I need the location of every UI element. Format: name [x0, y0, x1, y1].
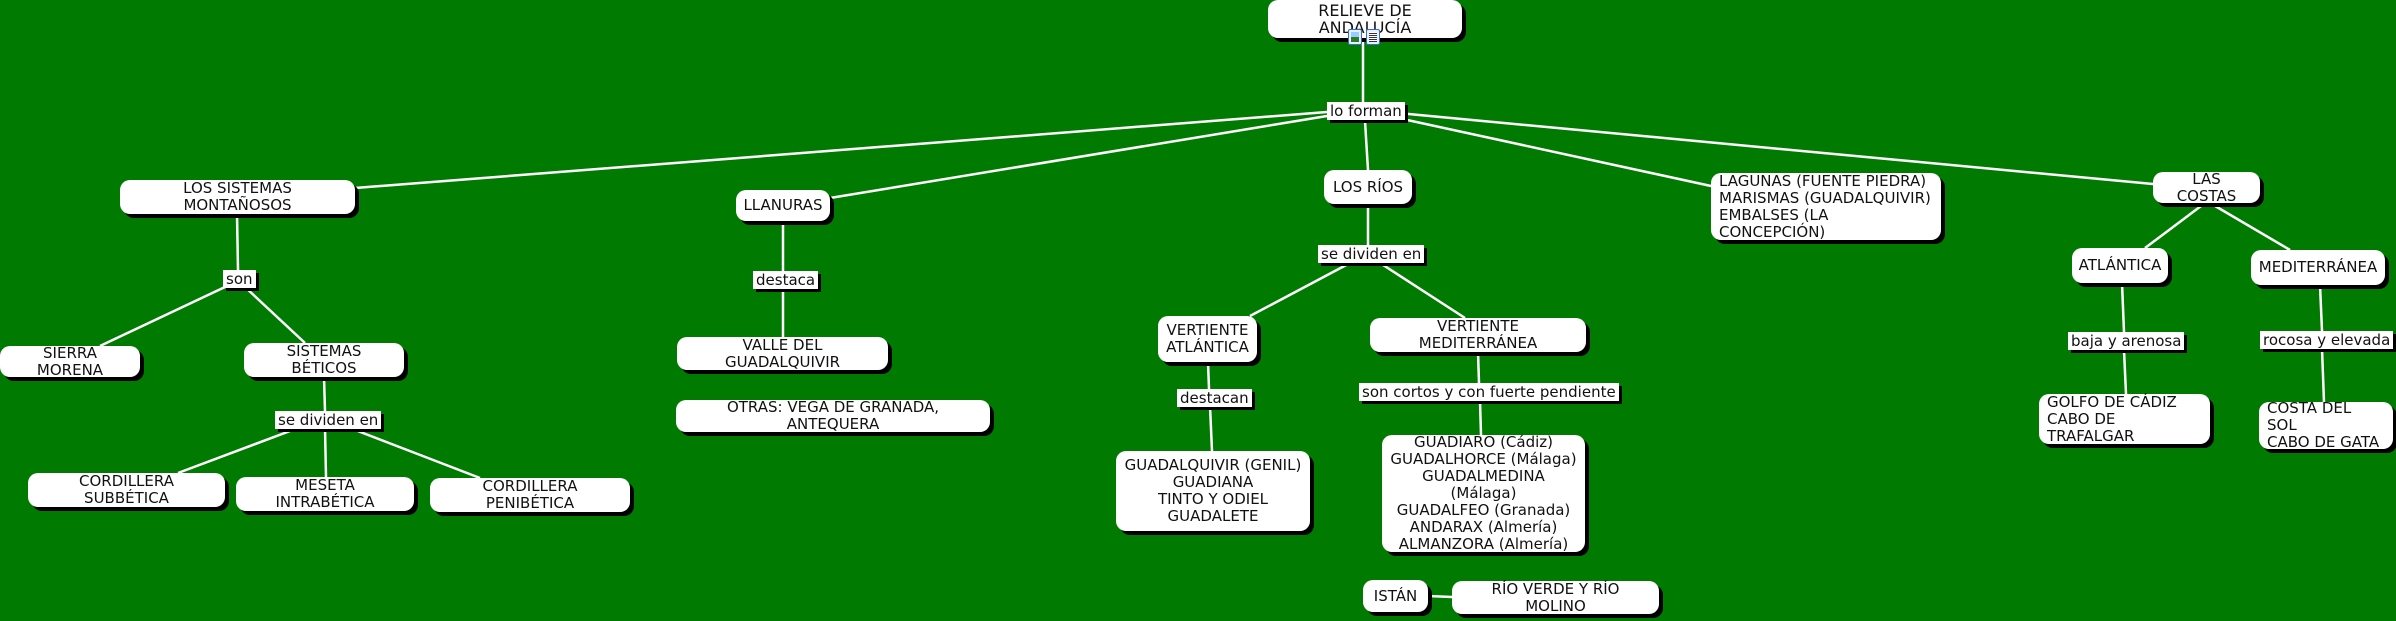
- concept-cordillera-subbetica[interactable]: CORDILLERA SUBBÉTICA: [28, 473, 225, 507]
- image-resource-icon[interactable]: [1348, 29, 1362, 45]
- link-destaca[interactable]: destaca: [753, 271, 819, 289]
- root-concept-relieve[interactable]: RELIEVE DE ANDALUCÍA: [1268, 0, 1462, 38]
- concept-meseta-intrabetica[interactable]: MESETA INTRABÉTICA: [236, 477, 414, 511]
- concept-costa-mediterranea[interactable]: MEDITERRÁNEA: [2251, 250, 2385, 285]
- link-lo-forman[interactable]: lo forman: [1327, 102, 1405, 120]
- concept-rios-atlanticos[interactable]: GUADALQUIVIR (GENIL) GUADIANA TINTO Y OD…: [1116, 451, 1310, 531]
- concept-sistemas-beticos[interactable]: SISTEMAS BÉTICOS: [244, 343, 404, 377]
- link-son[interactable]: son: [223, 270, 256, 288]
- link-baja-arenosa[interactable]: baja y arenosa: [2068, 332, 2185, 350]
- concept-lagunas[interactable]: LAGUNAS (FUENTE PIEDRA) MARISMAS (GUADAL…: [1711, 172, 1941, 240]
- concept-golfo-cadiz[interactable]: GOLFO DE CÁDIZ CABO DE TRAFALGAR: [2039, 393, 2210, 444]
- concept-istan[interactable]: ISTÁN: [1363, 580, 1428, 612]
- concept-sistemas-montanosos[interactable]: LOS SISTEMAS MONTAÑOSOS: [120, 180, 355, 214]
- concept-llanuras[interactable]: LLANURAS: [736, 190, 830, 221]
- link-destacan[interactable]: destacan: [1177, 389, 1252, 407]
- link-son-cortos[interactable]: son cortos y con fuerte pendiente: [1359, 383, 1619, 401]
- concept-rios[interactable]: LOS RÍOS: [1324, 170, 1412, 204]
- concept-otras-llanuras[interactable]: OTRAS: VEGA DE GRANADA, ANTEQUERA: [676, 399, 990, 433]
- concept-cordillera-penibetica[interactable]: CORDILLERA PENIBÉTICA: [430, 478, 630, 512]
- document-resource-icon[interactable]: [1366, 29, 1380, 45]
- concept-costa-atlantica[interactable]: ATLÁNTICA: [2072, 248, 2168, 283]
- concept-rio-verde[interactable]: RÍO VERDE Y RÍO MOLINO: [1452, 580, 1659, 614]
- concept-rios-mediterraneos[interactable]: GUADIARO (Cádiz) GUADALHORCE (Málaga) GU…: [1382, 434, 1585, 553]
- concept-costas[interactable]: LAS COSTAS: [2153, 170, 2260, 204]
- link-rocosa-elevada[interactable]: rocosa y elevada: [2260, 331, 2394, 349]
- link-se-dividen-rios[interactable]: se dividen en: [1318, 245, 1425, 263]
- concept-costa-del-sol[interactable]: COSTA DEL SOL CABO DE GATA: [2259, 400, 2393, 451]
- link-se-dividen-beticos[interactable]: se dividen en: [275, 411, 382, 429]
- concept-sierra-morena[interactable]: SIERRA MORENA: [0, 344, 140, 378]
- concept-valle-guadalquivir[interactable]: VALLE DEL GUADALQUIVIR: [677, 336, 888, 370]
- concept-vertiente-atlantica[interactable]: VERTIENTE ATLÁNTICA: [1158, 316, 1257, 362]
- concept-vertiente-mediterranea[interactable]: VERTIENTE MEDITERRÁNEA: [1370, 318, 1586, 352]
